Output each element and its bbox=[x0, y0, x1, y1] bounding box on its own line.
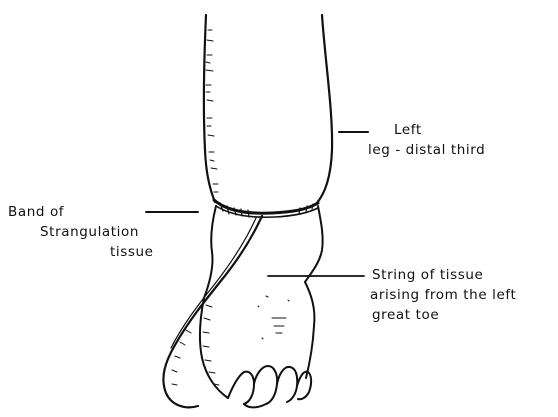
label-string-of-tissue: String of tissue arising from the left g… bbox=[372, 265, 516, 325]
label-left-leg-line1: Left bbox=[368, 120, 485, 140]
ankle-right-edge bbox=[305, 206, 323, 282]
leg-right-edge bbox=[316, 15, 332, 204]
foot-inner-edge bbox=[200, 298, 228, 398]
leg-shading bbox=[206, 30, 218, 192]
label-string-line2: arising from the left bbox=[370, 285, 516, 305]
tissue-string bbox=[163, 216, 262, 407]
label-left-leg: Left leg - distal third bbox=[368, 120, 485, 160]
label-string-line1: String of tissue bbox=[372, 265, 516, 285]
leg-left-edge bbox=[204, 15, 215, 202]
label-string-line3: great toe bbox=[372, 305, 516, 325]
toes bbox=[228, 366, 311, 407]
heel-contour bbox=[305, 282, 314, 378]
strangulation-band bbox=[214, 200, 318, 213]
label-left-leg-line2: leg - distal third bbox=[368, 140, 485, 160]
foot-shading bbox=[172, 305, 219, 385]
label-band-line1: Band of bbox=[8, 202, 154, 222]
label-band-of-strangulation: Band of Strangulation tissue bbox=[8, 202, 154, 262]
label-band-line3: tissue bbox=[8, 242, 154, 262]
label-band-line2: Strangulation bbox=[8, 222, 154, 242]
